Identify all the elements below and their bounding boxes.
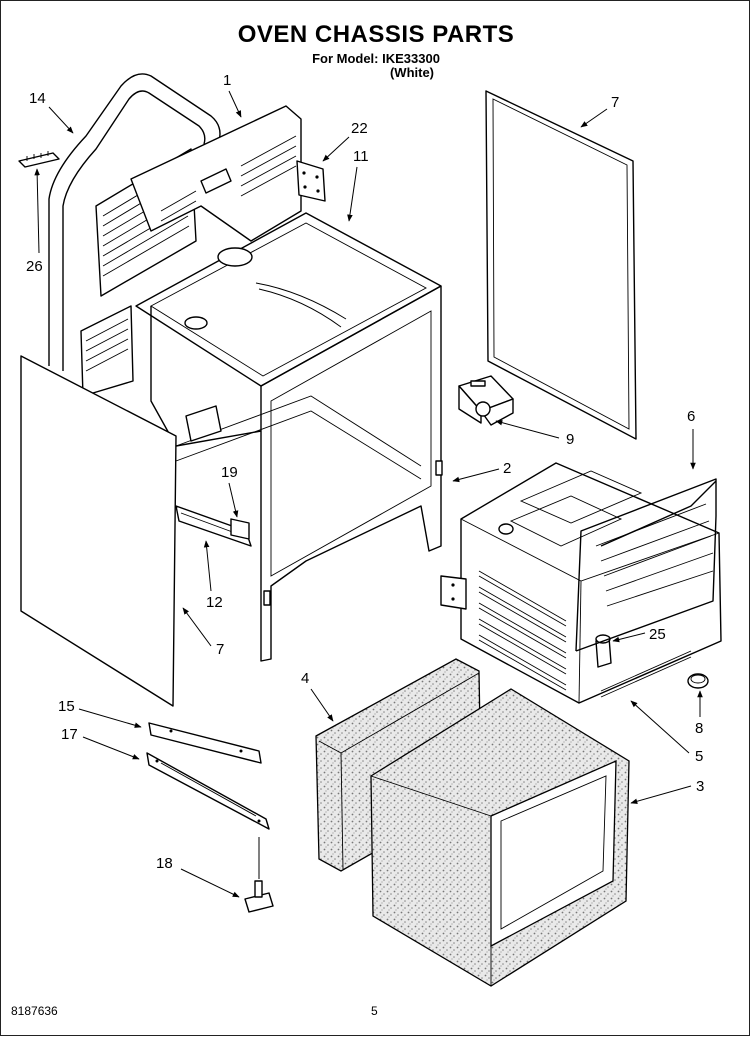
callout-19: 19 xyxy=(221,464,238,481)
callout-14: 14 xyxy=(29,90,46,107)
callout-7-side-panel: 7 xyxy=(216,641,224,658)
part-7-left-side-panel xyxy=(20,355,177,707)
part-5-oven-cavity xyxy=(440,462,722,704)
callout-12: 12 xyxy=(206,594,223,611)
callout-22: 22 xyxy=(351,120,368,137)
leader-lines xyxy=(34,90,703,898)
part-3-insulation-blanket xyxy=(370,688,630,987)
part-8-plug xyxy=(687,673,709,689)
part-18-leveling-leg xyxy=(244,880,274,913)
callout-9: 9 xyxy=(566,431,574,448)
part-1-vent-bracket xyxy=(130,105,302,242)
part-22-hinge xyxy=(296,160,326,202)
callout-4: 4 xyxy=(301,670,309,687)
document-number: 8187636 xyxy=(11,1004,58,1018)
callout-2: 2 xyxy=(503,460,511,477)
part-26-bracket xyxy=(18,151,60,168)
diagram-title: OVEN CHASSIS PARTS xyxy=(237,21,515,48)
part-6-oven-rack xyxy=(575,478,717,652)
callout-5: 5 xyxy=(695,748,703,765)
callout-3: 3 xyxy=(696,778,704,795)
part-17-rail xyxy=(146,752,270,830)
callout-18: 18 xyxy=(156,855,173,872)
callout-6: 6 xyxy=(687,408,695,425)
page-number: 5 xyxy=(371,1004,378,1018)
part-2-chassis-frame xyxy=(150,285,443,662)
callout-26: 26 xyxy=(26,258,43,275)
part-7-right-gasket xyxy=(485,90,637,440)
callout-labels: 1 2 3 4 5 6 7 7 8 9 11 12 14 15 17 18 19… xyxy=(26,72,704,872)
callout-7-gasket: 7 xyxy=(611,94,619,111)
callout-15: 15 xyxy=(58,698,75,715)
part-15-rail xyxy=(148,722,262,764)
callout-8: 8 xyxy=(695,720,703,737)
callout-11: 11 xyxy=(353,148,369,165)
part-9-bracket xyxy=(458,375,514,426)
model-line: For Model: IKE33300 xyxy=(312,51,440,66)
part-14-back-frame xyxy=(48,73,221,371)
callout-25: 25 xyxy=(649,626,666,643)
callout-17: 17 xyxy=(61,726,78,743)
callout-1: 1 xyxy=(223,72,231,89)
color-line: (White) xyxy=(389,65,435,80)
part-19-clip xyxy=(230,518,250,540)
